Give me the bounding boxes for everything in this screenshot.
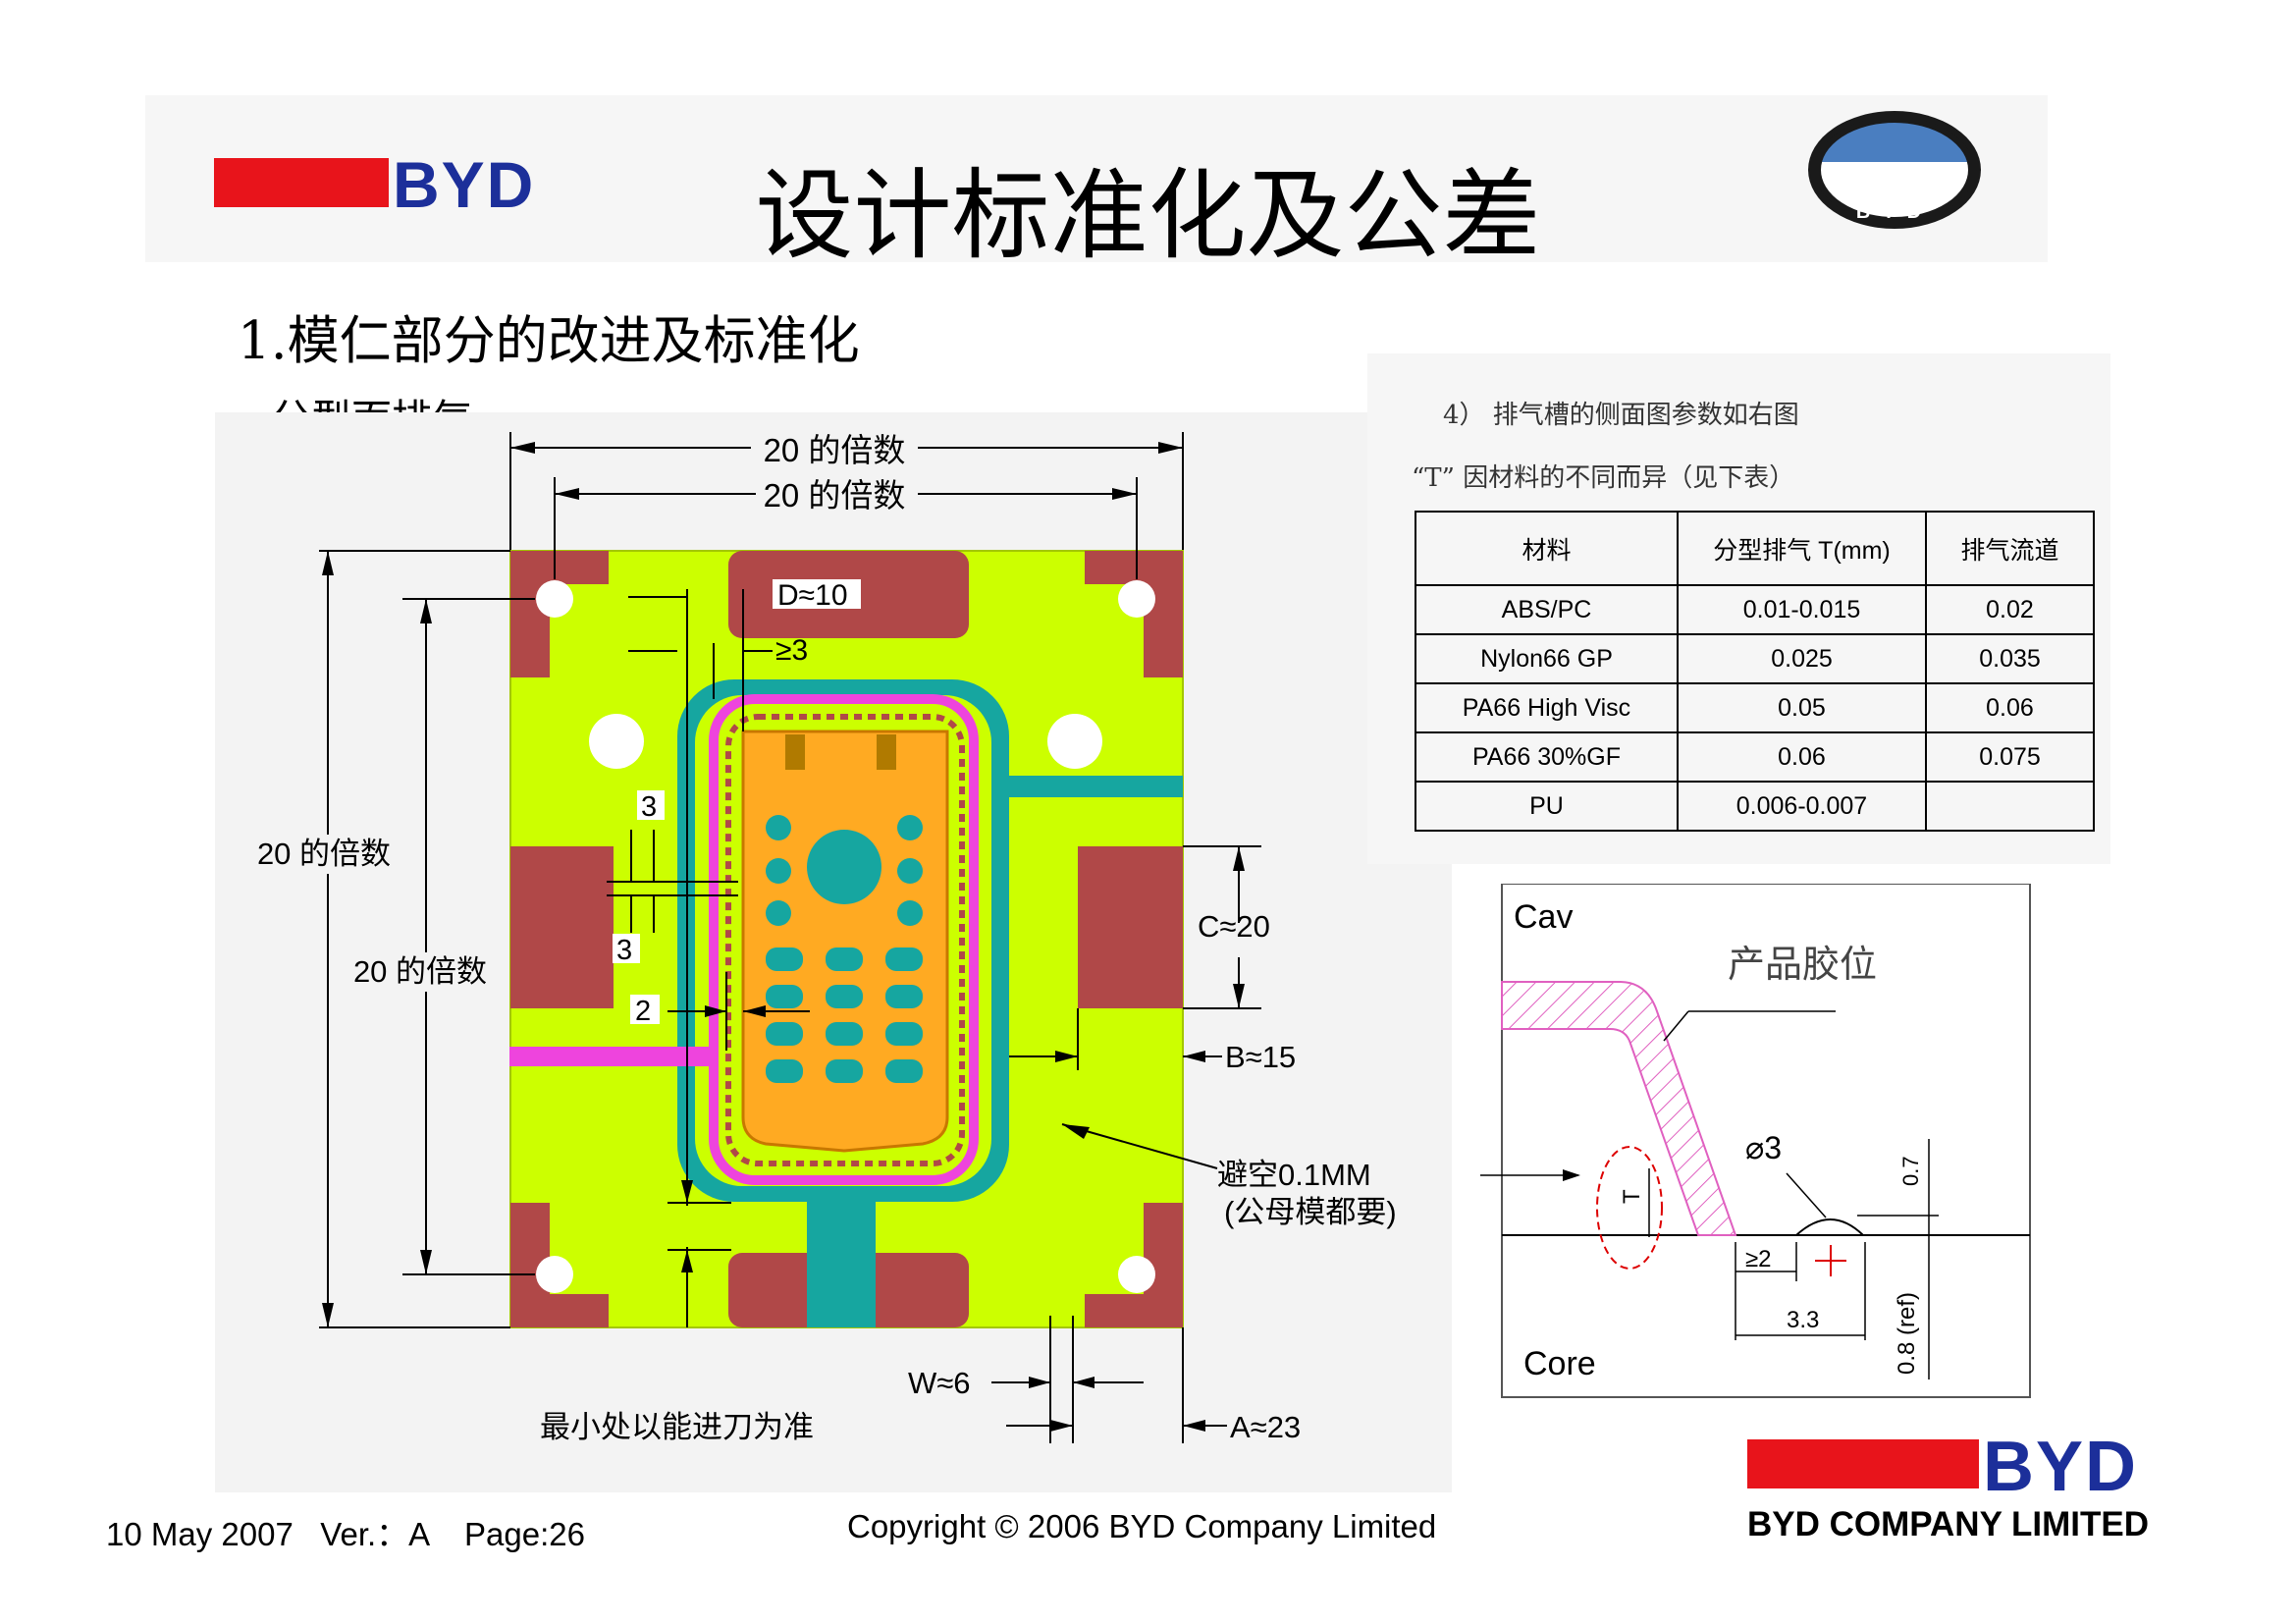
left-pocket <box>510 846 614 1008</box>
dim-ge-2: ≥2 <box>1745 1246 1772 1272</box>
dim-left-outer: 20 的倍数 <box>257 837 391 871</box>
byd-logo-top: BYD <box>214 152 535 211</box>
table-cell: PU <box>1415 781 1679 832</box>
dim-0-7: 0.7 <box>1898 1156 1923 1186</box>
table-cell <box>1925 781 2095 832</box>
table-cell: Nylon66 GP <box>1415 633 1679 684</box>
table-cell: ABS/PC <box>1415 584 1679 635</box>
corner-tl <box>510 551 609 677</box>
table-cell: PA66 High Visc <box>1415 682 1679 733</box>
dim-2: 2 <box>635 996 651 1027</box>
dimension-arrows <box>322 442 1245 1432</box>
footer-date-version-page: 10 May 2007 Ver.：A Page:26 <box>106 1516 585 1552</box>
dim-top-outer: 20 的倍数 <box>764 432 906 468</box>
table-row: PA66 30%GF 0.06 0.075 <box>1415 731 2095 783</box>
table-header: 分型排气 T(mm) <box>1677 511 1927 586</box>
cav-label: Cav <box>1514 898 1573 936</box>
table-cell: 0.02 <box>1925 584 2095 635</box>
corner-br <box>1085 1203 1183 1327</box>
bolt-hole-tr <box>1118 580 1155 618</box>
ge3-label: ≥3 <box>775 634 808 667</box>
a-label: A≈23 <box>1230 1410 1301 1444</box>
vent-bump <box>1793 1218 1866 1236</box>
emblem-text: BYD <box>1856 201 1933 223</box>
table-cell: 0.06 <box>1677 731 1927 783</box>
vent-ring <box>709 694 979 1185</box>
min-label: 最小处以能进刀为准 <box>540 1410 814 1444</box>
vent-slots <box>725 714 965 1166</box>
byd-logo-bottom-text: BYD <box>1983 1432 2138 1496</box>
vent-channel <box>509 1047 716 1066</box>
dimension-lines <box>319 432 1261 1443</box>
bolt-hole-br <box>1118 1256 1155 1293</box>
table-cell: 0.075 <box>1925 731 2095 783</box>
footer-company: BYD COMPANY LIMITED <box>1747 1505 2149 1543</box>
table-cell: 0.01-0.015 <box>1677 584 1927 635</box>
section-dim-lines <box>1480 1010 1939 1380</box>
corner-tr <box>1085 551 1183 677</box>
byd-logo-bottom: BYD <box>1747 1432 2138 1496</box>
clearance-label-2: (公母模都要) <box>1224 1195 1397 1229</box>
vent-section-view: Cav Core 产品胶位 ⌀3 0.7 ≥2 3.3 0.8 (ref) T <box>1480 884 2031 1398</box>
table-row: PA66 High Visc 0.05 0.06 <box>1415 682 2095 733</box>
core-label: Core <box>1523 1345 1596 1382</box>
byd-emblem: BYD <box>1808 111 1981 229</box>
detail-circle <box>1596 1146 1663 1270</box>
dim-3-lower: 3 <box>616 935 632 966</box>
dim-3-upper: 3 <box>641 791 657 823</box>
guide-hole-left <box>589 714 644 769</box>
vent-note-2: “T” 因材料的不同而异（见下表） <box>1412 463 1795 493</box>
right-pocket <box>1078 846 1183 1008</box>
part-hinge-left <box>785 734 805 770</box>
table-cell: 0.006-0.007 <box>1677 781 1927 832</box>
dim-left-inner: 20 的倍数 <box>353 954 487 989</box>
table-row: PU 0.006-0.007 <box>1415 781 2095 832</box>
guide-hole-right <box>1047 714 1102 769</box>
table-cell: 0.06 <box>1925 682 2095 733</box>
slide-title: 设计标准化及公差 <box>755 158 1541 273</box>
dim-top-inner: 20 的倍数 <box>764 477 906 514</box>
product-wall <box>1501 981 1737 1236</box>
vent-table: 材料 分型排气 T(mm) 排气流道 ABS/PC 0.01-0.015 0.0… <box>1415 511 2095 832</box>
bolt-hole-bl <box>536 1256 573 1293</box>
table-row: ABS/PC 0.01-0.015 0.02 <box>1415 584 2095 635</box>
c-label: C≈20 <box>1198 909 1270 944</box>
table-header-row: 材料 分型排气 T(mm) 排气流道 <box>1415 511 2095 586</box>
table-cell: PA66 30%GF <box>1415 731 1679 783</box>
dim-3-3: 3.3 <box>1787 1307 1819 1333</box>
phi-label: ⌀3 <box>1745 1130 1782 1165</box>
table-cell: 0.025 <box>1677 633 1927 684</box>
mold-insert-drawing: 20 的倍数 20 的倍数 20 的倍数 20 的倍数 D≈10 ≥3 3 3 … <box>215 412 1452 1492</box>
part-keys <box>766 815 923 1083</box>
corner-bl <box>510 1203 609 1327</box>
header-band <box>145 95 2048 262</box>
phone-part <box>741 730 949 1153</box>
b-label: B≈15 <box>1225 1040 1296 1074</box>
table-cell: 0.035 <box>1925 633 2095 684</box>
part-speaker <box>807 830 881 904</box>
byd-logo-text: BYD <box>393 152 535 211</box>
table-cell: 0.05 <box>1677 682 1927 733</box>
part-hinge-right <box>877 734 896 770</box>
table-header: 材料 <box>1415 511 1679 586</box>
vent-note-1: 4） 排气槽的侧面图参数如右图 <box>1443 401 1799 430</box>
detail-arrow <box>1563 1169 1580 1181</box>
d-label: D≈10 <box>777 579 848 612</box>
clearance-label-1: 避空0.1MM <box>1217 1158 1371 1192</box>
w-label: W≈6 <box>908 1366 971 1400</box>
bolt-hole-tl <box>536 580 573 618</box>
table-row: Nylon66 GP 0.025 0.035 <box>1415 633 2095 684</box>
section-frame <box>1501 884 2031 1398</box>
center-mark <box>1815 1245 1846 1276</box>
dim-0-8-ref: 0.8 (ref) <box>1894 1292 1920 1375</box>
t-label: T <box>1619 1189 1645 1204</box>
footer-copyright: Copyright © 2006 BYD Company Limited <box>847 1508 1437 1544</box>
table-header: 排气流道 <box>1925 511 2095 586</box>
product-label: 产品胶位 <box>1728 945 1877 986</box>
section-heading: 1.模仁部分的改进及标准化 <box>238 311 860 371</box>
